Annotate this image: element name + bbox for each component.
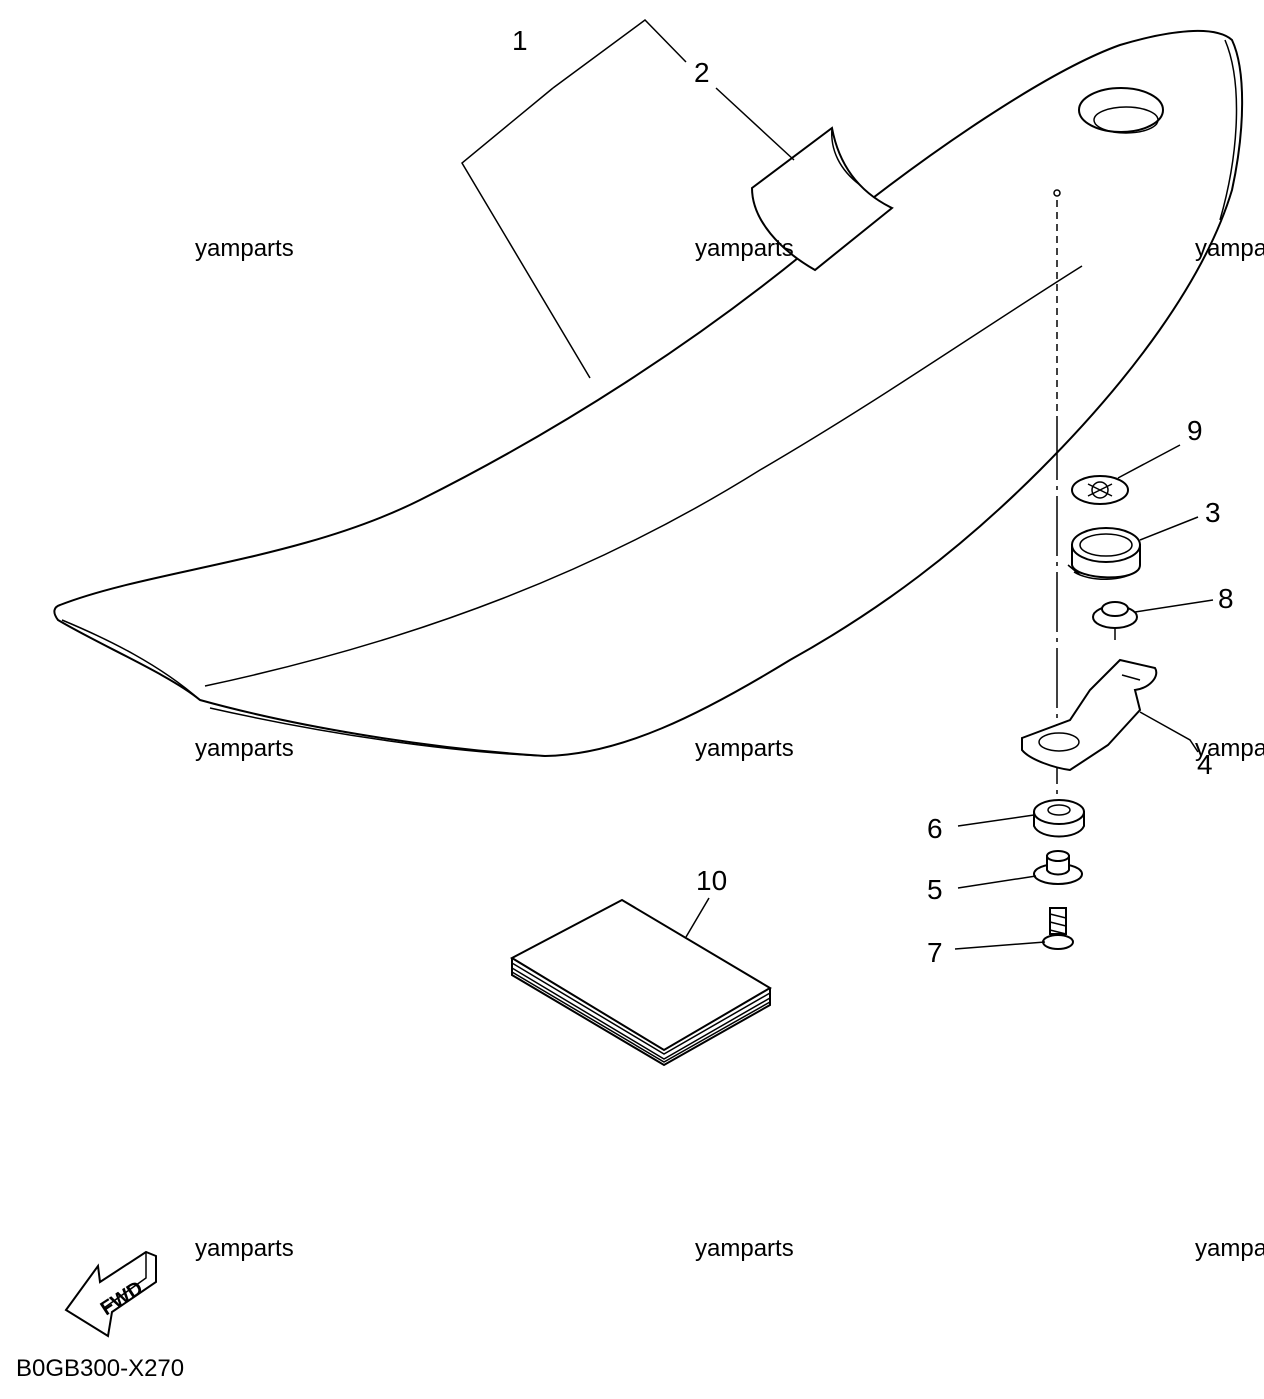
watermarks: yamparts yamparts yampa yamparts yampart… xyxy=(195,235,1264,1262)
watermark-text: yampa xyxy=(1195,1235,1264,1262)
diagram-code: B0GB300-X270 xyxy=(16,1355,184,1382)
callout-7: 7 xyxy=(927,937,943,968)
forward-arrow-icon: FWD xyxy=(64,1250,157,1338)
callout-labels: 1 2 3 4 5 6 7 8 9 10 xyxy=(512,25,1234,968)
callout-6: 6 xyxy=(927,813,943,844)
watermark-text: yamparts xyxy=(695,235,794,262)
seat-drawing xyxy=(53,30,1244,758)
callout-1: 1 xyxy=(512,25,528,56)
grommet-part-3 xyxy=(1067,527,1141,580)
watermark-text: yamparts xyxy=(695,735,794,762)
seat-cover-drawing xyxy=(750,126,894,272)
callout-3: 3 xyxy=(1205,497,1221,528)
leader-lines-parts xyxy=(954,444,1214,950)
bracket-part-4 xyxy=(1021,658,1158,772)
damper-part-6 xyxy=(1033,799,1085,838)
seat-hole xyxy=(1078,87,1164,133)
emblem-part-9 xyxy=(1071,475,1129,505)
watermark-text: yamparts xyxy=(195,735,294,762)
watermark-text: yamparts xyxy=(195,1235,294,1262)
callout-4: 4 xyxy=(1197,749,1213,780)
callout-2: 2 xyxy=(694,57,710,88)
callout-9: 9 xyxy=(1187,415,1203,446)
callout-10: 10 xyxy=(696,865,727,896)
leader-lines-1-2 xyxy=(461,19,795,379)
watermark-text: yamparts xyxy=(195,235,294,262)
callout-5: 5 xyxy=(927,874,943,905)
callout-8: 8 xyxy=(1218,583,1234,614)
watermark-text: yamparts xyxy=(695,1235,794,1262)
manual-part-10 xyxy=(509,897,772,1067)
watermark-text: yampa xyxy=(1195,735,1264,762)
bolt-part-8 xyxy=(1092,601,1138,640)
watermark-text: yampa xyxy=(1195,235,1264,262)
collar-part-5 xyxy=(1033,850,1083,885)
screw-part-7 xyxy=(1042,907,1074,950)
